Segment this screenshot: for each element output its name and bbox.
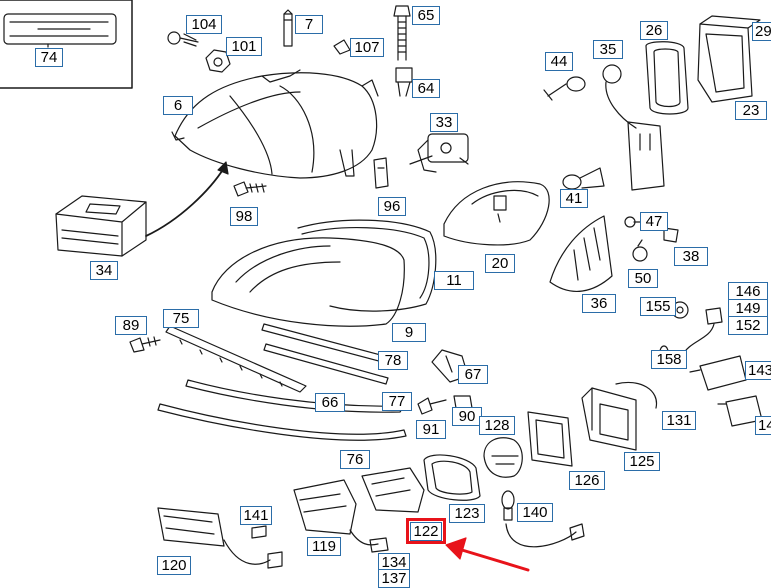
label-34[interactable]: 34: [90, 261, 118, 280]
trim-strip-75: [165, 325, 307, 393]
label-107[interactable]: 107: [350, 38, 384, 57]
label-89[interactable]: 89: [115, 316, 147, 335]
label-78[interactable]: 78: [378, 351, 408, 370]
label-36[interactable]: 36: [582, 294, 616, 313]
label-20[interactable]: 20: [485, 254, 515, 273]
fog-lamp-119: [293, 479, 379, 546]
clip-107: [333, 39, 351, 55]
label-29[interactable]: 29: [752, 22, 771, 41]
lens-seal-11: [297, 219, 437, 312]
bulb-44: [543, 76, 586, 101]
headlamp-housing-6: [171, 69, 379, 179]
grommet-64: [395, 67, 413, 97]
pin-7: [283, 9, 293, 47]
label-38[interactable]: 38: [674, 247, 708, 266]
label-122[interactable]: 122: [410, 522, 442, 541]
label-77[interactable]: 77: [382, 392, 412, 411]
trim-strip-66: [185, 379, 405, 413]
label-47[interactable]: 47: [640, 212, 668, 231]
connector-141: [251, 525, 267, 539]
label-26[interactable]: 26: [640, 21, 668, 40]
label-74[interactable]: 74: [35, 48, 63, 67]
label-128[interactable]: 128: [479, 416, 515, 435]
fog-cover-128: [483, 437, 523, 478]
bolt-65: [393, 5, 411, 61]
label-41[interactable]: 41: [560, 189, 588, 208]
label-125[interactable]: 125: [624, 452, 660, 471]
label-126[interactable]: 126: [569, 471, 605, 490]
label-44[interactable]: 44: [545, 52, 573, 71]
label-137[interactable]: 137: [378, 569, 410, 588]
screw-104: [167, 31, 199, 47]
bulb-50: [632, 239, 648, 262]
trim-strip-76: [157, 403, 407, 441]
fog-housing-125: [581, 387, 637, 451]
reflector-23: [697, 15, 761, 103]
label-35[interactable]: 35: [593, 40, 623, 59]
highlight-box-122: [406, 518, 446, 544]
label-76[interactable]: 76: [340, 450, 370, 469]
bulb-140: [501, 490, 585, 548]
part-74-badge: [0, 0, 133, 89]
label-141[interactable]: 141: [240, 506, 272, 525]
gasket-123: [423, 454, 481, 501]
label-120[interactable]: 120: [157, 556, 191, 575]
headlamp-lens-9: [211, 237, 405, 327]
label-96[interactable]: 96: [378, 197, 406, 216]
label-14[interactable]: 14: [755, 416, 771, 435]
label-143[interactable]: 143: [745, 361, 771, 380]
connector-134: [369, 537, 389, 553]
marker-light-143: [689, 355, 747, 391]
wire-131: [615, 381, 658, 409]
label-152[interactable]: 152: [728, 316, 768, 335]
fog-lamp-120: [157, 507, 283, 569]
socket-harness-35: [602, 64, 665, 191]
label-7[interactable]: 7: [295, 15, 323, 34]
label-158[interactable]: 158: [651, 350, 687, 369]
label-91[interactable]: 91: [416, 420, 446, 439]
label-66[interactable]: 66: [315, 393, 345, 412]
arrow-34-to-6: [145, 167, 225, 237]
label-9[interactable]: 9: [392, 323, 426, 342]
label-65[interactable]: 65: [412, 6, 440, 25]
label-98[interactable]: 98: [230, 207, 258, 226]
screw-89: [129, 336, 161, 353]
label-67[interactable]: 67: [458, 365, 488, 384]
gasket-26: [645, 41, 689, 115]
label-101[interactable]: 101: [226, 37, 262, 56]
highlight-arrow: [445, 537, 530, 572]
wire-plug-146: [681, 307, 723, 357]
frame-126: [527, 411, 573, 467]
label-104[interactable]: 104: [186, 15, 222, 34]
label-50[interactable]: 50: [628, 269, 658, 288]
label-75[interactable]: 75: [163, 309, 199, 328]
screw-77: [417, 397, 447, 415]
label-119[interactable]: 119: [307, 537, 341, 556]
label-23[interactable]: 23: [735, 101, 767, 120]
label-90[interactable]: 90: [452, 407, 482, 426]
fog-lens-part: [361, 467, 425, 513]
label-140[interactable]: 140: [517, 503, 553, 522]
control-unit-34: [55, 195, 147, 257]
label-155[interactable]: 155: [640, 297, 676, 316]
label-6[interactable]: 6: [163, 96, 193, 115]
label-134[interactable]: 134: [378, 553, 410, 572]
label-11[interactable]: 11: [434, 271, 474, 290]
bulb-41: [562, 167, 605, 190]
screw-98: [233, 181, 267, 197]
label-64[interactable]: 64: [412, 79, 440, 98]
label-33[interactable]: 33: [430, 113, 458, 132]
level-motor-33: [409, 133, 469, 173]
indicator-36: [549, 215, 613, 292]
socket-38: [663, 227, 679, 243]
lamp-housing-20: [443, 181, 550, 246]
label-123[interactable]: 123: [449, 504, 485, 523]
arrowhead-34: [217, 161, 229, 175]
clip-96: [373, 157, 389, 189]
label-149[interactable]: 149: [728, 299, 768, 318]
label-146[interactable]: 146: [728, 282, 768, 301]
nut-101: [205, 49, 231, 73]
label-131[interactable]: 131: [662, 411, 696, 430]
